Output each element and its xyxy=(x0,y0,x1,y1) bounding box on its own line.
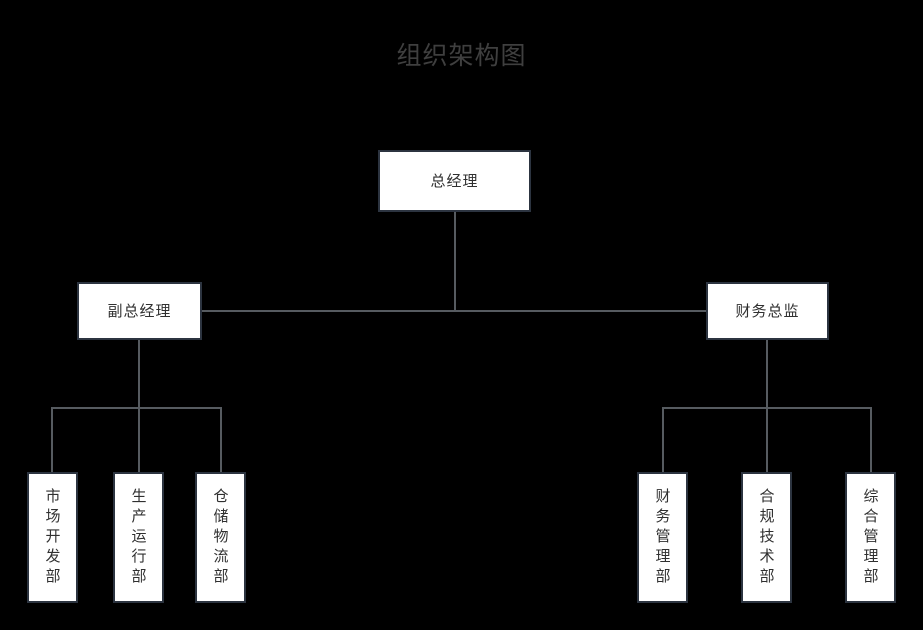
connector-finance-director-stem xyxy=(766,340,768,408)
node-finance-director[interactable]: 财务总监 xyxy=(706,282,829,340)
node-finance-management-dept-label: 财务管理部 xyxy=(653,487,672,588)
node-general-management-dept-label: 综合管理部 xyxy=(861,487,880,588)
node-general-manager[interactable]: 总经理 xyxy=(378,150,531,212)
node-production-operations-dept[interactable]: 生产运行部 xyxy=(113,472,164,603)
node-market-development-dept[interactable]: 市场开发部 xyxy=(27,472,78,603)
connector-warehouse-logistics-drop xyxy=(220,407,222,472)
node-compliance-technology-dept[interactable]: 合规技术部 xyxy=(741,472,792,603)
connector-deputy-stem xyxy=(138,340,140,408)
node-general-manager-label: 总经理 xyxy=(430,172,479,190)
node-production-operations-dept-label: 生产运行部 xyxy=(129,487,148,588)
node-warehouse-logistics-dept-label: 仓储物流部 xyxy=(211,487,230,588)
node-general-management-dept[interactable]: 综合管理部 xyxy=(845,472,896,603)
connector-left-bus xyxy=(51,407,222,409)
connector-market-development-drop xyxy=(51,407,53,472)
node-finance-director-label: 财务总监 xyxy=(735,302,800,320)
connector-root-stem xyxy=(454,212,456,311)
connector-compliance-technology-drop xyxy=(766,407,768,472)
node-market-development-dept-label: 市场开发部 xyxy=(43,487,62,588)
node-deputy-general-manager-label: 副总经理 xyxy=(107,302,172,320)
connector-level2-bus xyxy=(201,310,707,312)
page-title: 组织架构图 xyxy=(396,41,527,70)
node-compliance-technology-dept-label: 合规技术部 xyxy=(757,487,776,588)
node-deputy-general-manager[interactable]: 副总经理 xyxy=(77,282,202,340)
connector-finance-management-drop xyxy=(662,407,664,472)
node-warehouse-logistics-dept[interactable]: 仓储物流部 xyxy=(195,472,246,603)
connector-production-operations-drop xyxy=(138,407,140,472)
connector-general-management-drop xyxy=(870,407,872,472)
node-finance-management-dept[interactable]: 财务管理部 xyxy=(637,472,688,603)
